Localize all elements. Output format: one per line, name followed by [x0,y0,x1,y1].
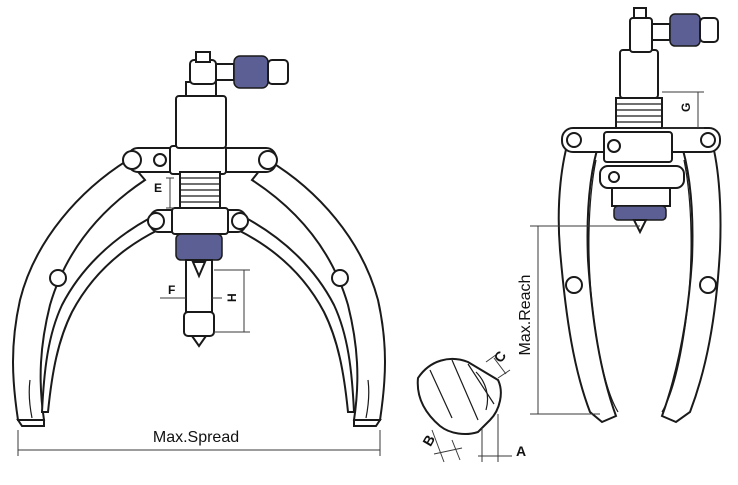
upper-right-pin [258,150,278,170]
right-arm [250,158,386,427]
lower-left-pin [147,212,165,230]
label-g: G [679,103,693,112]
plunger-tip [190,335,208,348]
side-knurled-nut [613,205,667,221]
label-f: F [168,283,175,297]
right-jaw-inner [236,216,356,413]
side-right-leg [660,133,722,424]
label-c: C [490,348,509,365]
right-arm-pivot [331,269,349,287]
side-cylinder [619,49,659,99]
side-view-puller [530,7,722,424]
left-jaw-inner [40,216,160,413]
max-spread-label: Max.Spread [153,429,239,446]
jaw-detail [416,351,512,463]
lower-right-pin [231,212,249,230]
upper-left-pin [122,150,142,170]
left-arm-pivot [49,269,67,287]
label-b: B [419,432,438,449]
knurled-nut [175,233,223,261]
coupler-block [189,59,217,85]
cylinder-body [175,95,227,149]
hydraulic-coupler-knurl [233,55,269,89]
side-left-leg [557,133,618,424]
label-e: E [154,181,162,195]
label-a: A [516,443,526,459]
max-reach-label: Max.Reach [517,275,534,356]
front-view-puller [12,51,386,456]
jaw-tip-shape [416,358,502,435]
left-arm [12,158,147,427]
side-coupler-knurl [669,13,701,47]
label-h: H [225,293,239,302]
